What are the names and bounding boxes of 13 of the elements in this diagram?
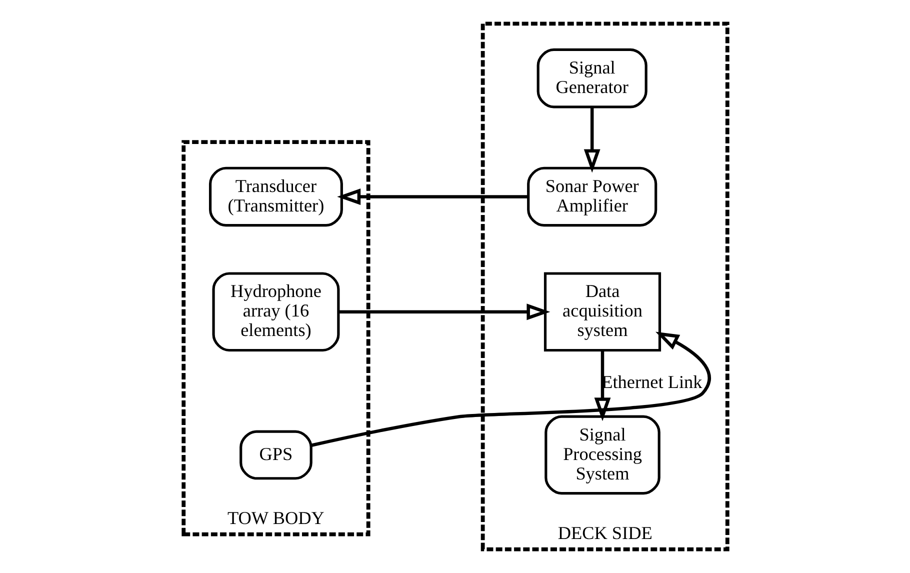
node-box: Sonar Power Amplifier (526, 166, 657, 227)
arrow (310, 332, 710, 447)
node-box: GPS (239, 430, 312, 480)
node-box: Signal Generator (536, 48, 647, 108)
arrow (583, 107, 600, 173)
node-box: Data acquisition system (543, 272, 661, 352)
node-box: Hydrophone array (16 elements) (212, 272, 340, 352)
arrow (594, 350, 610, 422)
node-box: Signal Processing System (544, 415, 660, 495)
arrow (338, 304, 550, 320)
edge-label: Ethernet Link (601, 372, 702, 392)
arrow (336, 188, 528, 205)
node-box: Transducer (Transmitter) (208, 166, 342, 227)
